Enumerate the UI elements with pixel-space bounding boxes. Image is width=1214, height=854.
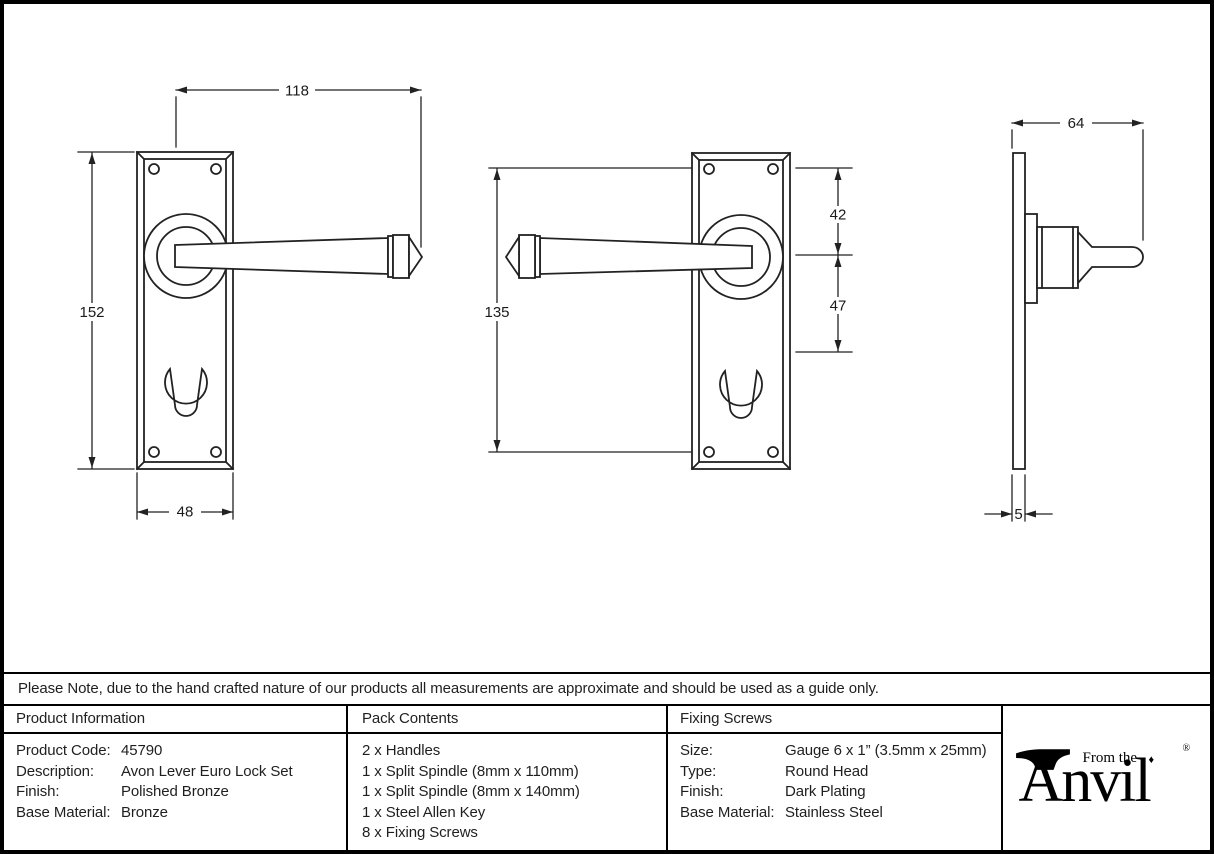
pack-item: 2 x Handles [362, 742, 441, 759]
pack-contents-header: Pack Contents [348, 706, 666, 734]
screw-hole [767, 446, 779, 458]
spec-row: Product Code: 45790 [16, 741, 346, 762]
spec-label: Product Code: [16, 742, 111, 759]
spec-label: Base Material: [680, 803, 775, 821]
backplate [135, 150, 235, 471]
dim-projection: 64 [1011, 114, 1144, 241]
registered-mark: ® [1182, 743, 1191, 754]
spec-label: Description: [16, 762, 94, 780]
pack-item: 1 x Split Spindle (8mm x 140mm) [362, 783, 580, 800]
spec-row: Type: Round Head [680, 762, 1001, 783]
screw-hole [703, 163, 715, 175]
dim-plate-thickness: 5 [984, 474, 1053, 523]
diamond-icon: ♦ [1148, 754, 1155, 766]
spec-label: Size: [680, 742, 713, 759]
spec-row: Base Material: Bronze [16, 803, 346, 824]
spec-label: Finish: [16, 783, 60, 800]
product-info-header: Product Information [4, 706, 346, 734]
screw-hole [210, 446, 222, 458]
spec-value: Gauge 6 x 1” (3.5mm x 25mm) [785, 742, 987, 759]
dim-plate-height: 152 [71, 151, 135, 470]
dim-plate-thickness-label: 5 [1014, 506, 1022, 523]
spec-value: Bronze [121, 803, 168, 821]
screw-hole [148, 446, 160, 458]
spec-row: Finish: Polished Bronze [16, 782, 346, 803]
spec-row: Description: Avon Lever Euro Lock Set [16, 762, 346, 783]
backplate [690, 151, 792, 471]
euro-keyhole [164, 366, 208, 417]
pack-item: 8 x Fixing Screws [362, 824, 478, 841]
dim-plate-width: 48 [136, 472, 234, 521]
spec-table: Product Information Product Code: 45790 … [4, 704, 1210, 850]
front-view-lever-left: 135 [475, 151, 853, 471]
spec-value: Polished Bronze [121, 783, 229, 800]
spec-label: Type: [680, 762, 717, 780]
spec-label: Finish: [680, 783, 724, 800]
screw-hole [703, 446, 715, 458]
screw-hole [148, 163, 160, 175]
front-view-lever-right: 118 152 [71, 81, 424, 521]
pack-contents-body: 2 x Handles 1 x Split Spindle (8mm x 110… [348, 734, 666, 844]
dim-plate-width-label: 48 [177, 504, 194, 521]
pack-contents-section: Pack Contents 2 x Handles 1 x Split Spin… [348, 706, 668, 850]
fixing-screws-body: Size: Gauge 6 x 1” (3.5mm x 25mm) Type: … [668, 734, 1001, 823]
screw-hole [210, 163, 222, 175]
measurements-note: Please Note, due to the hand crafted nat… [4, 672, 1210, 704]
spec-label: Base Material: [16, 803, 111, 821]
dim-top-to-spindle: 42 47 [795, 167, 853, 353]
spec-value: Avon Lever Euro Lock Set [121, 762, 293, 780]
euro-keyhole [719, 368, 763, 419]
spec-value: Stainless Steel [785, 803, 883, 821]
dim-spindle-to-keyhole-label: 47 [830, 298, 847, 315]
pack-item: 1 x Split Spindle (8mm x 110mm) [362, 762, 579, 780]
anvil-icon [1015, 749, 1070, 770]
dim-lever-length-label: 118 [285, 83, 309, 100]
pack-item: 1 x Steel Allen Key [362, 803, 486, 821]
lever-handle [504, 214, 784, 300]
dim-plate-height-label: 152 [79, 304, 104, 321]
dim-top-to-spindle-label: 42 [830, 207, 847, 224]
brand-logo-cell: Anvil From the ♦ ® [1003, 706, 1210, 850]
logo-letters-nvil: nvil [1061, 747, 1151, 816]
spec-row: Base Material: Stainless Steel [680, 803, 1001, 824]
dim-projection-label: 64 [1068, 115, 1085, 132]
fixing-screws-section: Fixing Screws Size: Gauge 6 x 1” (3.5mm … [668, 706, 1003, 850]
spec-row: Finish: Dark Plating [680, 782, 1001, 803]
spec-value: Dark Plating [785, 783, 866, 800]
screw-hole [767, 163, 779, 175]
dim-fixing-centres-label: 135 [484, 304, 509, 321]
product-info-section: Product Information Product Code: 45790 … [4, 706, 348, 850]
from-the-anvil-logo: Anvil From the ♦ ® [1015, 743, 1195, 812]
product-info-body: Product Code: 45790 Description: Avon Le… [4, 734, 346, 823]
technical-drawings: 118 152 [4, 4, 1210, 672]
spec-value: 45790 [121, 742, 163, 759]
lever-handle [143, 213, 424, 299]
dim-fixing-centres: 135 [475, 167, 693, 453]
logo-from-the: From the [1082, 750, 1138, 766]
spec-row: Size: Gauge 6 x 1” (3.5mm x 25mm) [680, 741, 1001, 762]
spec-value: Round Head [785, 762, 869, 780]
fixing-screws-header: Fixing Screws [668, 706, 1001, 734]
side-view: 64 5 [984, 114, 1144, 523]
dim-lever-length: 118 [175, 81, 422, 248]
handle-profile [1012, 152, 1144, 470]
note-text: Please Note, due to the hand crafted nat… [18, 680, 879, 697]
